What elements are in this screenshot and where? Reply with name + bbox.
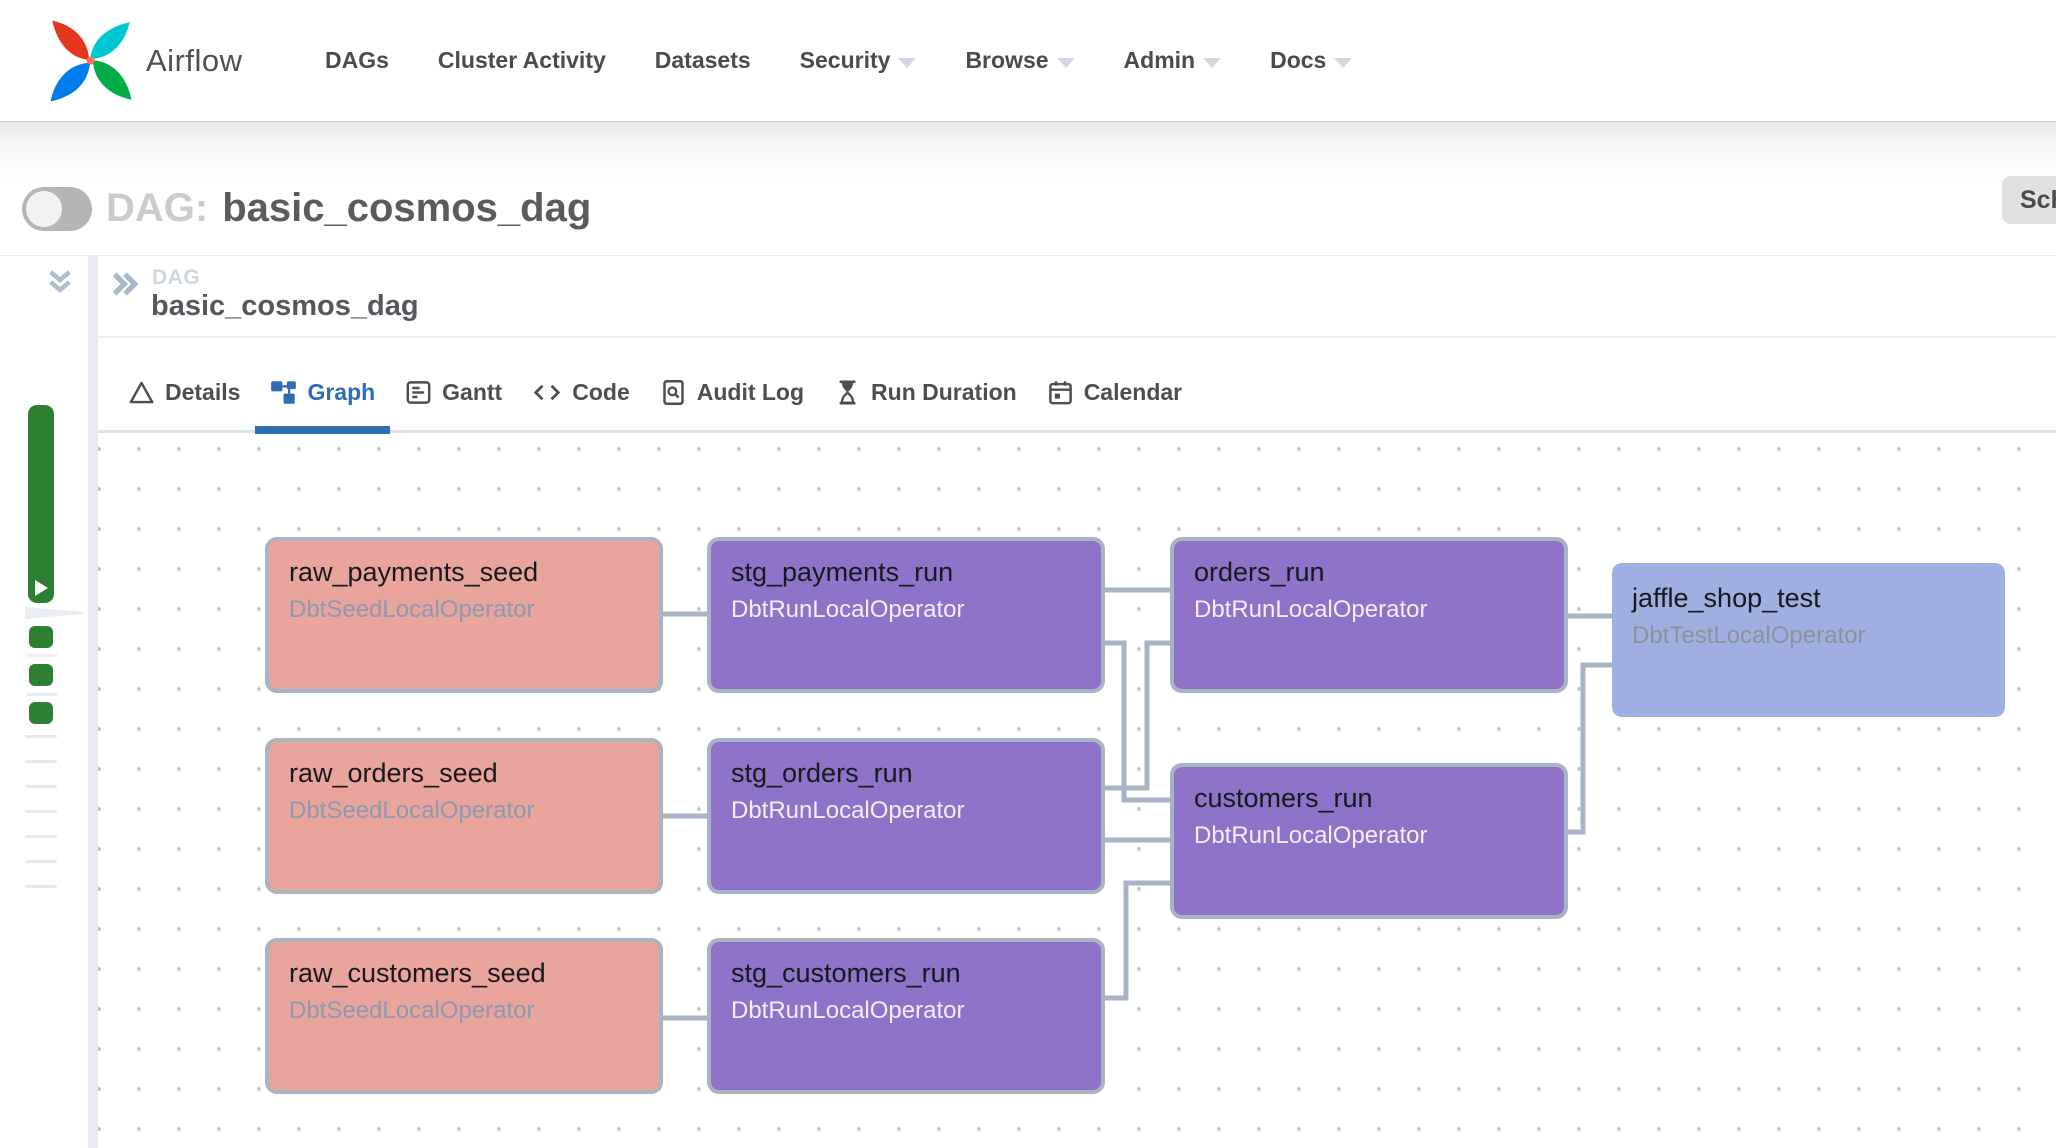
task-row-divider: [27, 693, 57, 696]
node-jaffle_shop_test[interactable]: jaffle_shop_test DbtTestLocalOperator: [1612, 563, 2005, 717]
dag-view-tabs: Details Graph Gantt Code: [98, 355, 2056, 434]
empty-task-row: [25, 860, 57, 863]
empty-task-row: [25, 735, 57, 738]
task-instance-square[interactable]: [29, 664, 53, 686]
tab-code[interactable]: Code: [517, 355, 645, 430]
empty-task-row: [25, 760, 57, 763]
chevron-down-icon: [1056, 57, 1075, 68]
tab-audit-log[interactable]: Audit Log: [645, 355, 819, 430]
node-orders_run[interactable]: orders_run DbtRunLocalOperator: [1170, 537, 1568, 693]
nav-item-admin[interactable]: Admin: [1124, 47, 1222, 74]
calendar-icon: [1048, 381, 1072, 405]
triangle-alert-icon: [129, 381, 154, 404]
tab-graph[interactable]: Graph: [255, 355, 390, 434]
breadcrumb-dag-title: basic_cosmos_dag: [151, 290, 419, 322]
sidebar-divider[interactable]: [88, 256, 98, 1148]
airflow-brand[interactable]: Airflow: [46, 0, 243, 121]
chevron-down-icon: [1203, 57, 1222, 68]
dag-title: basic_cosmos_dag: [222, 186, 592, 230]
nav-item-security[interactable]: Security: [800, 47, 917, 74]
run-pointer-wedge: [25, 607, 83, 619]
chevron-down-icon: [898, 57, 917, 68]
dag-header: DAG: basic_cosmos_dag: [22, 186, 591, 231]
chevron-down-icon: [1334, 57, 1353, 68]
airflow-logo-icon: [50, 20, 132, 101]
node-raw_customers_seed[interactable]: raw_customers_seed DbtSeedLocalOperator: [265, 938, 663, 1094]
hourglass-icon: [839, 380, 856, 405]
nav-item-docs[interactable]: Docs: [1270, 47, 1353, 74]
dag-run-bar[interactable]: [28, 405, 54, 603]
nav-item-datasets[interactable]: Datasets: [654, 47, 751, 73]
tab-details[interactable]: Details: [113, 355, 255, 430]
empty-task-row: [25, 835, 57, 838]
dag-pause-toggle[interactable]: [22, 186, 92, 231]
graph-panel-border: [98, 430, 2056, 433]
chevrons-right-icon: [110, 270, 140, 303]
brand-label: Airflow: [146, 42, 243, 78]
play-marker-icon: [35, 580, 48, 596]
breadcrumb-section-label: DAG: [152, 266, 201, 289]
audit-log-icon: [662, 380, 684, 405]
empty-task-row: [25, 785, 57, 788]
nav-item-dags[interactable]: DAGs: [325, 47, 389, 73]
dag-prefix-label: DAG:: [106, 186, 209, 230]
nav-item-cluster-activity[interactable]: Cluster Activity: [437, 47, 606, 73]
collapse-grid-icon[interactable]: [44, 266, 76, 303]
graph-icon: [271, 381, 297, 404]
content-top-divider: [0, 255, 2056, 256]
navbar-shadow: [0, 122, 2056, 180]
tab-run-duration[interactable]: Run Duration: [819, 355, 1032, 430]
node-stg_orders_run[interactable]: stg_orders_run DbtRunLocalOperator: [707, 738, 1105, 894]
empty-task-rows: [25, 735, 57, 910]
nav-menu: DAGs Cluster Activity Datasets Security …: [325, 0, 1353, 121]
empty-task-row: [25, 885, 57, 888]
schedule-button[interactable]: Sch: [2002, 176, 2056, 224]
task-instance-square[interactable]: [29, 702, 53, 724]
tab-calendar[interactable]: Calendar: [1032, 355, 1197, 430]
node-customers_run[interactable]: customers_run DbtRunLocalOperator: [1170, 763, 1568, 919]
node-raw_payments_seed[interactable]: raw_payments_seed DbtSeedLocalOperator: [265, 537, 663, 693]
breadcrumb-divider: [98, 336, 2056, 338]
task-row-divider: [27, 654, 57, 657]
tab-gantt[interactable]: Gantt: [390, 355, 517, 430]
node-raw_orders_seed[interactable]: raw_orders_seed DbtSeedLocalOperator: [265, 738, 663, 894]
task-instance-column: [29, 626, 53, 740]
toggle-knob: [26, 190, 62, 227]
top-navbar: Airflow DAGs Cluster Activity Datasets S…: [0, 0, 2056, 122]
gantt-icon: [406, 381, 431, 404]
node-stg_payments_run[interactable]: stg_payments_run DbtRunLocalOperator: [707, 537, 1105, 693]
nav-item-browse[interactable]: Browse: [965, 47, 1075, 74]
empty-task-row: [25, 810, 57, 813]
task-instance-square[interactable]: [29, 626, 53, 648]
code-icon: [534, 384, 561, 401]
node-stg_customers_run[interactable]: stg_customers_run DbtRunLocalOperator: [707, 938, 1105, 1094]
